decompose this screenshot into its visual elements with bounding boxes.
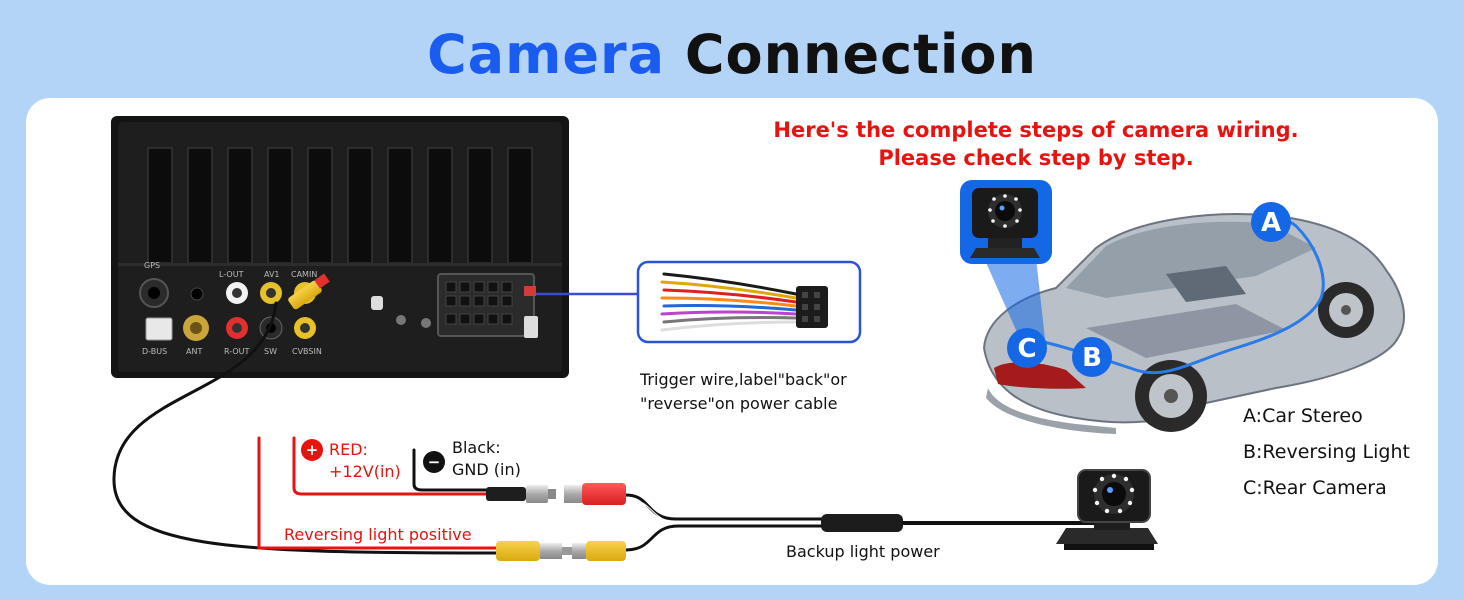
black-wire-line-2: GND (in): [452, 460, 521, 479]
trigger-note-line-2: "reverse"on power cable: [640, 394, 837, 413]
title-word-camera: Camera: [427, 23, 666, 86]
reversing-light-label: Reversing light positive: [284, 525, 472, 544]
port-label-camin: CAMIN: [291, 270, 317, 279]
port-label-gps: GPS: [144, 261, 160, 270]
trigger-note-line-1: Trigger wire,label"back"or: [639, 370, 847, 389]
backup-light-label: Backup light power: [786, 542, 940, 561]
dc-power-plug: [486, 485, 556, 503]
camera-plug-in-stereo: [288, 273, 330, 310]
port-label-lout: L-OUT: [219, 270, 244, 279]
rca-row-bottom: [145, 315, 316, 341]
camera-inset: [960, 180, 1052, 348]
plus-icon: [301, 439, 323, 461]
marker-b-letter: B: [1082, 343, 1102, 373]
cable-route: [1043, 218, 1325, 375]
port-label-rout: R-OUT: [224, 347, 249, 356]
inline-cable-block: [821, 514, 903, 532]
note-line-1: Here's the complete steps of camera wiri…: [773, 118, 1298, 142]
legend: A:Car Stereo B:Reversing Light C:Rear Ca…: [1243, 405, 1410, 499]
black-wire-line-1: Black:: [452, 438, 501, 457]
legend-item-a: A:Car Stereo: [1243, 405, 1363, 427]
minus-sign: −: [428, 453, 441, 471]
port-label-ant: ANT: [186, 347, 202, 356]
marker-a: A: [1251, 202, 1291, 242]
red-wire-label: + RED: +12V(in): [301, 439, 401, 481]
port-label-dbus: D-BUS: [142, 347, 167, 356]
note-line-2: Please check step by step.: [878, 146, 1193, 170]
rear-camera: [1056, 469, 1158, 550]
front-wheel: [1318, 282, 1374, 338]
red-rca-socket: [564, 483, 626, 505]
minus-icon: [423, 451, 445, 473]
port-label-sw: SW: [264, 347, 277, 356]
wiring-diagram: Here's the complete steps of camera wiri…: [111, 116, 1410, 561]
plus-sign: +: [306, 441, 319, 459]
legend-item-b: B:Reversing Light: [1243, 441, 1410, 463]
port-label-av1: AV1: [264, 270, 280, 279]
red-wire-line-2: +12V(in): [329, 462, 401, 481]
black-wire-label: − Black: GND (in): [423, 438, 521, 479]
wiring: [112, 301, 1106, 555]
marker-c-letter: C: [1017, 334, 1036, 364]
page-title: Camera Connection: [0, 22, 1464, 88]
red-wire-line-1: RED:: [329, 440, 368, 459]
rear-wheel: [1135, 360, 1207, 432]
marker-b: B: [1072, 337, 1112, 377]
trigger-wire-inset: [636, 260, 862, 344]
marker-c: C: [1007, 328, 1047, 368]
yellow-rca-pair: [496, 541, 626, 561]
marker-a-letter: A: [1261, 208, 1281, 238]
power-harness-socket: [437, 273, 538, 338]
diagram-card: Here's the complete steps of camera wiri…: [26, 98, 1438, 585]
title-word-connection: Connection: [684, 23, 1037, 86]
car-stereo-back-panel: GPS L-OUT AV1 CAMIN D-BUS ANT R-OUT SW C…: [111, 116, 569, 378]
port-label-cvbsin: CVBSIN: [292, 347, 322, 356]
legend-item-c: C:Rear Camera: [1243, 477, 1387, 499]
